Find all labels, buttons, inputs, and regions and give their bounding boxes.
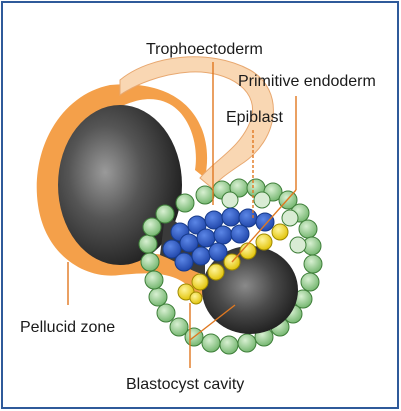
label-epiblast: Epiblast: [226, 110, 283, 126]
label-blastocyst-cavity: Blastocyst cavity: [126, 377, 244, 393]
label-trophoectoderm: Trophoectoderm: [146, 42, 263, 58]
label-pellucid-zone: Pellucid zone: [20, 320, 115, 336]
label-primitive-endoderm: Primitive endoderm: [238, 74, 376, 90]
